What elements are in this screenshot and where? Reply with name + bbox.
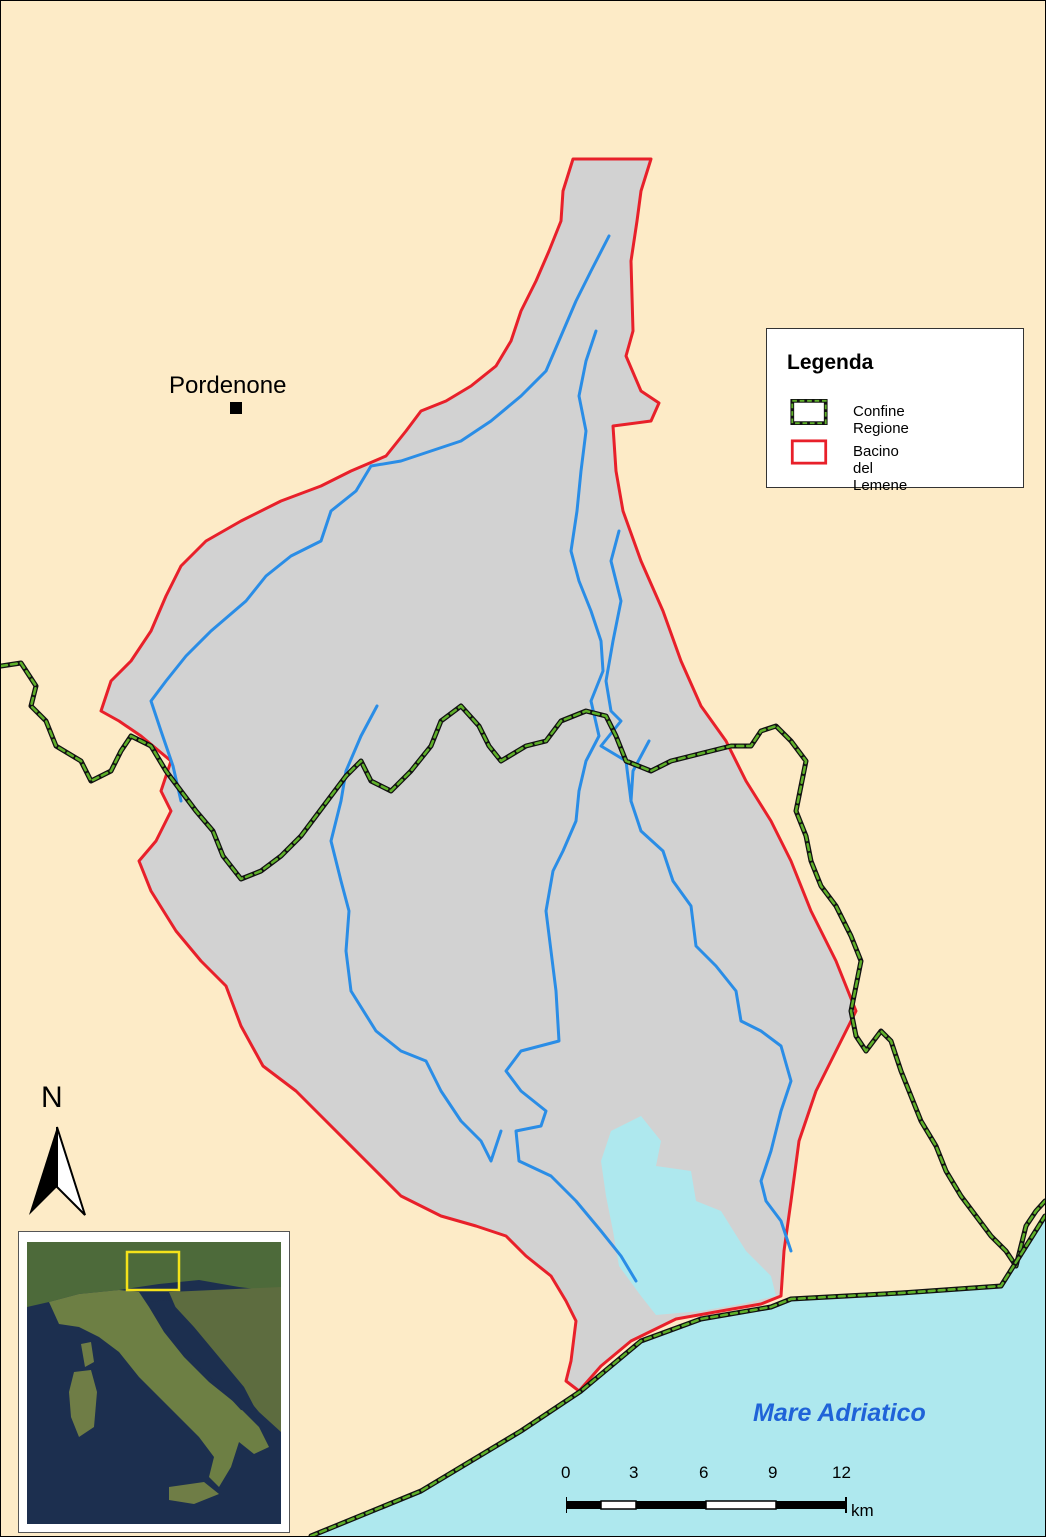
- scale-bar-graphic: [566, 1497, 847, 1513]
- scale-tick: 6: [699, 1463, 709, 1482]
- sea-label: Mare Adriatico: [753, 1399, 926, 1427]
- scale-unit: km: [851, 1501, 874, 1520]
- legend-title: Legenda: [787, 351, 874, 374]
- river-5: [629, 739, 651, 803]
- rivers: [149, 234, 793, 1283]
- legend-label: Bacino del Lemene: [853, 443, 908, 494]
- legend-label: Confine Regione: [853, 403, 909, 437]
- region-border: [1, 660, 1045, 1536]
- scale-bar: 0 3 6 9 12 km: [541, 1463, 901, 1533]
- legend-swatch-basin-border: [790, 439, 828, 465]
- river-3: [329, 704, 503, 1163]
- scale-tick: 9: [768, 1463, 778, 1482]
- scale-tick: 12: [832, 1463, 851, 1482]
- north-label: N: [41, 1081, 63, 1114]
- city-label-pordenone: Pordenone: [169, 372, 287, 399]
- legend: Legenda Confine Regione Bacino del Lemen…: [766, 328, 1024, 494]
- legend-swatch-region-border: [790, 399, 828, 425]
- inset-map: [18, 1231, 290, 1533]
- lagoon-area: [601, 1116, 776, 1315]
- river-1: [149, 234, 611, 803]
- scale-tick: 3: [629, 1463, 639, 1482]
- scale-tick: 0: [561, 1463, 571, 1482]
- river-2: [504, 329, 638, 1283]
- river-4: [599, 529, 793, 1253]
- north-arrow-icon: [29, 1126, 86, 1216]
- basin-area: [99, 157, 858, 1393]
- italy-satellite-inset-icon: [27, 1242, 281, 1524]
- city-marker: [230, 402, 242, 414]
